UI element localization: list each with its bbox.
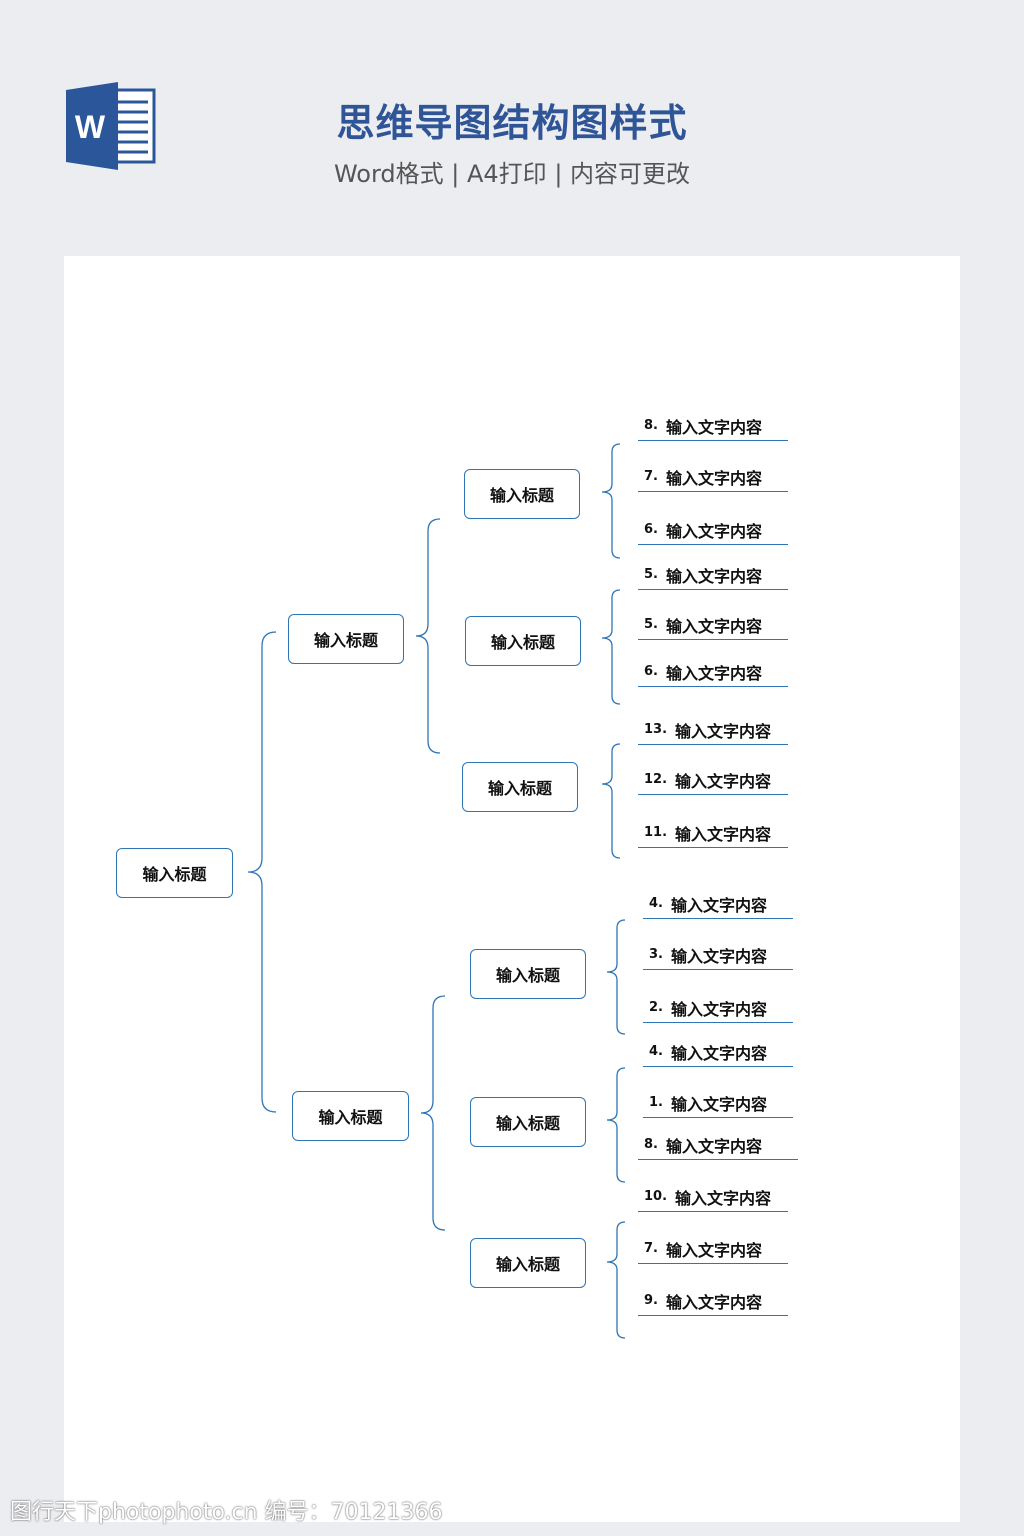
leaf-item[interactable]: 11. 输入文字内容 (638, 818, 788, 848)
word-icon: W (66, 82, 156, 170)
leaf-text: 输入文字内容 (665, 616, 762, 636)
leaf-item[interactable]: 5. 输入文字内容 (638, 610, 788, 640)
leaf-text: 输入文字内容 (665, 417, 762, 437)
root-node[interactable]: 输入标题 (116, 848, 233, 898)
leaf-text: 输入文字内容 (665, 1292, 762, 1312)
leaf-number: 2. (649, 1000, 663, 1015)
leaf-item[interactable]: 13. 输入文字内容 (638, 715, 788, 745)
leaf-number: 5. (644, 617, 658, 632)
leaf-text: 输入文字内容 (675, 824, 772, 844)
brace-l2-4 (606, 919, 626, 1035)
leaf-item[interactable]: 6. 输入文字内容 (638, 657, 788, 687)
leaf-text: 输入文字内容 (675, 721, 772, 741)
leaf-number: 9. (644, 1293, 658, 1308)
level2-node-label: 输入标题 (495, 1255, 560, 1274)
leaf-text: 输入文字内容 (675, 1188, 772, 1208)
brace-l1-b (420, 995, 446, 1231)
leaf-number: 10. (644, 1189, 668, 1204)
level2-node-label: 输入标题 (490, 633, 555, 652)
leaf-number: 1. (649, 1095, 663, 1110)
leaf-text: 输入文字内容 (665, 663, 762, 683)
level1-node[interactable]: 输入标题 (288, 614, 404, 664)
leaf-number: 5. (644, 567, 658, 582)
leaf-text: 输入文字内容 (665, 1240, 762, 1260)
leaf-number: 7. (644, 469, 658, 484)
leaf-item[interactable]: 3. 输入文字内容 (643, 940, 793, 970)
leaf-item[interactable]: 2. 输入文字内容 (643, 993, 793, 1023)
level2-node-label: 输入标题 (489, 486, 554, 505)
word-logo-letter: W (75, 109, 106, 145)
leaf-number: 8. (644, 1137, 658, 1152)
leaf-number: 12. (644, 772, 668, 787)
page-subtitle: Word格式 | A4打印 | 内容可更改 (333, 160, 691, 188)
leaf-item[interactable]: 8. 输入文字内容 (638, 411, 788, 441)
leaf-text: 输入文字内容 (665, 521, 762, 541)
brace-l2-2 (601, 589, 621, 705)
brace-l2-6 (606, 1221, 626, 1339)
level2-node-label: 输入标题 (487, 779, 552, 798)
leaf-text: 输入文字内容 (670, 1094, 767, 1114)
leaf-number: 3. (649, 947, 663, 962)
brace-l2-5 (606, 1067, 626, 1183)
level2-node[interactable]: 输入标题 (464, 469, 580, 519)
leaf-item[interactable]: 1. 输入文字内容 (643, 1088, 793, 1118)
leaf-item[interactable]: 8. 输入文字内容 (638, 1130, 798, 1160)
leaf-text: 输入文字内容 (670, 1043, 767, 1063)
leaf-number: 6. (644, 522, 658, 537)
level2-node[interactable]: 输入标题 (465, 616, 581, 666)
level2-node[interactable]: 输入标题 (462, 762, 578, 812)
leaf-number: 6. (644, 664, 658, 679)
level1-node-label: 输入标题 (318, 1108, 383, 1127)
leaf-text: 输入文字内容 (665, 468, 762, 488)
leaf-number: 7. (644, 1241, 658, 1256)
level2-node-label: 输入标题 (495, 1114, 560, 1133)
leaf-number: 11. (644, 825, 668, 840)
root-node-label: 输入标题 (142, 865, 207, 884)
leaf-text: 输入文字内容 (665, 566, 762, 586)
leaf-item[interactable]: 7. 输入文字内容 (638, 1234, 788, 1264)
leaf-text: 输入文字内容 (670, 946, 767, 966)
leaf-item[interactable]: 5. 输入文字内容 (638, 560, 788, 590)
leaf-item[interactable]: 10. 输入文字内容 (638, 1182, 788, 1212)
leaf-number: 4. (649, 896, 663, 911)
brace-root (247, 631, 277, 1113)
leaf-number: 8. (644, 418, 658, 433)
level2-node[interactable]: 输入标题 (470, 1097, 586, 1147)
level1-node-label: 输入标题 (313, 631, 378, 650)
leaf-item[interactable]: 7. 输入文字内容 (638, 462, 788, 492)
leaf-item[interactable]: 12. 输入文字内容 (638, 765, 788, 795)
leaf-item[interactable]: 4. 输入文字内容 (643, 889, 793, 919)
watermark-text: 图行天下photophoto.cn 编号：70121366 (10, 1500, 443, 1525)
level1-node[interactable]: 输入标题 (292, 1091, 409, 1141)
leaf-text: 输入文字内容 (670, 895, 767, 915)
brace-l2-3 (601, 743, 621, 859)
level2-node-label: 输入标题 (495, 966, 560, 985)
leaf-number: 13. (644, 722, 668, 737)
level2-node[interactable]: 输入标题 (470, 1238, 586, 1288)
level2-node[interactable]: 输入标题 (470, 949, 586, 999)
leaf-text: 输入文字内容 (670, 999, 767, 1019)
leaf-item[interactable]: 4. 输入文字内容 (643, 1037, 793, 1067)
leaf-number: 4. (649, 1044, 663, 1059)
brace-l1-a (415, 518, 441, 754)
brace-l2-1 (601, 443, 621, 559)
leaf-item[interactable]: 6. 输入文字内容 (638, 515, 788, 545)
page-title: 思维导图结构图样式 (336, 101, 688, 145)
leaf-text: 输入文字内容 (675, 771, 772, 791)
leaf-item[interactable]: 9. 输入文字内容 (638, 1286, 788, 1316)
leaf-text: 输入文字内容 (665, 1136, 762, 1156)
